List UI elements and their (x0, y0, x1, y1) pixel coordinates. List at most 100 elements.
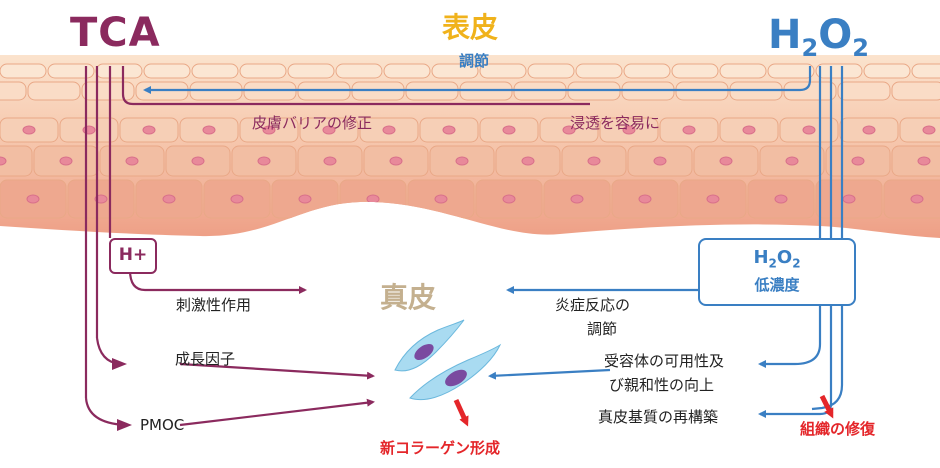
cell-nucleus (298, 194, 312, 204)
cell-nucleus (502, 125, 516, 135)
skin-cell (191, 63, 239, 79)
cell-nucleus (125, 156, 139, 166)
epidermis-title: 表皮 (442, 11, 499, 44)
cell-nucleus (366, 194, 380, 204)
cell-nucleus (455, 156, 469, 166)
skin-cell (0, 81, 27, 101)
inflammation-label-line2: 調節 (587, 320, 618, 338)
skin-cell (719, 63, 767, 79)
cell-nucleus (142, 125, 156, 135)
receptor-label-line2: び親和性の向上 (609, 376, 715, 394)
cell-nucleus (262, 125, 276, 135)
tca-arrow-pmoc (117, 419, 132, 431)
skin-cell (143, 63, 191, 79)
skin-cell (479, 63, 527, 79)
skin-cell (95, 63, 143, 79)
h2o2-lines (143, 66, 844, 418)
cell-nucleus (774, 194, 788, 204)
skin-cell (287, 63, 335, 79)
skin-cell (891, 81, 940, 101)
new-collagen-label: 新コラーゲン形成 (380, 439, 501, 457)
skin-cell (815, 63, 863, 79)
cell-nucleus (230, 194, 244, 204)
skin-cell (671, 63, 719, 79)
skin-cell (47, 63, 95, 79)
tca-arrow-growth (112, 358, 127, 370)
skin-cell (911, 63, 940, 79)
h-plus-box: H+ (109, 238, 157, 274)
cell-nucleus (202, 125, 216, 135)
cell-nucleus (323, 156, 337, 166)
cell-nucleus (851, 156, 865, 166)
cell-nucleus (706, 194, 720, 204)
skin-cell (27, 81, 81, 101)
tca-title: TCA (70, 10, 161, 56)
skin-cell (431, 63, 479, 79)
cell-nucleus (785, 156, 799, 166)
skin-cell (335, 63, 383, 79)
epidermis-regulation-label: 調節 (459, 52, 490, 70)
cell-nucleus (922, 125, 936, 135)
cell-nucleus (862, 125, 876, 135)
matrix-rebuild-label: 真皮基質の再構築 (598, 408, 719, 426)
skin-cell (239, 63, 287, 79)
tissue-repair-arrow (819, 394, 834, 419)
skin-cell (767, 63, 815, 79)
cell-nucleus (622, 125, 636, 135)
cell-nucleus (562, 125, 576, 135)
cell-nucleus (434, 194, 448, 204)
skin-cell (623, 63, 671, 79)
cell-nucleus (82, 125, 96, 135)
cell-nucleus (742, 125, 756, 135)
skin-cell (81, 81, 135, 101)
cell-nucleus (191, 156, 205, 166)
cell-nucleus (382, 125, 396, 135)
skin-cell (383, 63, 431, 79)
cell-nucleus (570, 194, 584, 204)
penetration-label: 浸透を容易に (570, 114, 661, 132)
cell-nucleus (653, 156, 667, 166)
skin-cell (0, 145, 33, 177)
h2o2-title: H2O2 (768, 12, 869, 62)
cell-nucleus (442, 125, 456, 135)
cell-nucleus (22, 125, 36, 135)
cell-nucleus (587, 156, 601, 166)
skin-cell (0, 63, 47, 79)
h2o2-low-concentration-box: H2O2 低濃度 (698, 238, 856, 306)
cell-nucleus (802, 125, 816, 135)
fibroblast-cells (394, 319, 502, 401)
skin-cell (863, 63, 911, 79)
cell-nucleus (162, 194, 176, 204)
cell-nucleus (719, 156, 733, 166)
barrier-fix-label: 皮膚バリアの修正 (252, 114, 373, 132)
cell-nucleus (917, 156, 931, 166)
cell-nucleus (521, 156, 535, 166)
cell-nucleus (910, 194, 924, 204)
cell-nucleus (842, 194, 856, 204)
tca-lines (84, 66, 590, 427)
skin-cell (527, 63, 575, 79)
cell-nucleus (322, 125, 336, 135)
skin-cell (891, 145, 940, 177)
cell-nucleus (59, 156, 73, 166)
skin-cells (0, 63, 940, 219)
receptor-label-line1: 受容体の可用性及 (604, 352, 725, 370)
growth-factor-label: 成長因子 (175, 350, 236, 368)
tissue-repair-label: 組織の修復 (800, 420, 876, 438)
inflammation-label-line1: 炎症反応の (555, 296, 631, 314)
cell-nucleus (26, 194, 40, 204)
irritation-label: 刺激性作用 (176, 296, 252, 314)
pmoc-label: PMOC (140, 416, 185, 434)
cell-nucleus (257, 156, 271, 166)
cell-nucleus (389, 156, 403, 166)
cell-nucleus (682, 125, 696, 135)
cell-nucleus (638, 194, 652, 204)
dermis-title: 真皮 (380, 281, 437, 314)
cell-nucleus (502, 194, 516, 204)
skin-cell (575, 63, 623, 79)
cell-nucleus (0, 156, 7, 166)
new-collagen-arrow (453, 398, 469, 427)
skin-cell (837, 81, 891, 101)
